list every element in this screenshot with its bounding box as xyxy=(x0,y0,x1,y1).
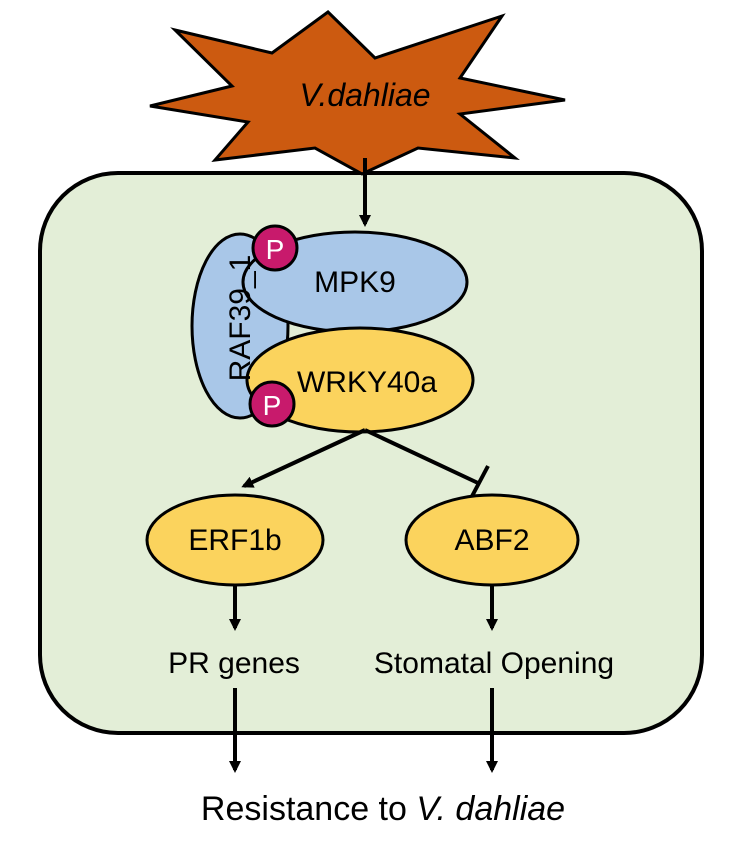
result-label: Resistance to V. dahliae xyxy=(201,790,565,828)
pathogen-label: V.dahliae xyxy=(299,77,430,113)
phosphorylation-badge: P xyxy=(251,224,299,272)
raf39-1-label: RAF39_1 xyxy=(224,255,257,382)
abf2-label: ABF2 xyxy=(454,524,529,557)
protein-complex: RAF39_1 MPK9 WRKY40a P P xyxy=(190,224,475,434)
stomatal-opening-label: Stomatal Opening xyxy=(374,647,614,680)
wrky40a-label: WRKY40a xyxy=(297,366,437,399)
node-abf2: ABF2 xyxy=(404,493,580,587)
erf1b-shape xyxy=(145,493,325,587)
phosphate-label: P xyxy=(266,234,285,265)
erf1b-label: ERF1b xyxy=(188,524,281,557)
phosphate-label: P xyxy=(263,390,282,421)
pathogen-starburst-icon xyxy=(149,10,566,176)
phosphate-icon xyxy=(251,224,299,272)
result-species: V. dahliae xyxy=(416,790,565,828)
pr-genes-label: PR genes xyxy=(168,647,300,680)
result-prefix: Resistance to xyxy=(201,790,416,828)
edge-wrky40a-to-erf1b xyxy=(241,428,366,488)
phosphate-icon xyxy=(248,380,296,428)
abf2-shape xyxy=(404,493,580,587)
pathogen-node: V.dahliae xyxy=(149,10,566,176)
mpk9-label: MPK9 xyxy=(314,266,396,299)
node-erf1b: ERF1b xyxy=(145,493,325,587)
phosphorylation-badge: P xyxy=(248,380,296,428)
edge-wrky40a-inhibits-abf2 xyxy=(364,428,490,501)
